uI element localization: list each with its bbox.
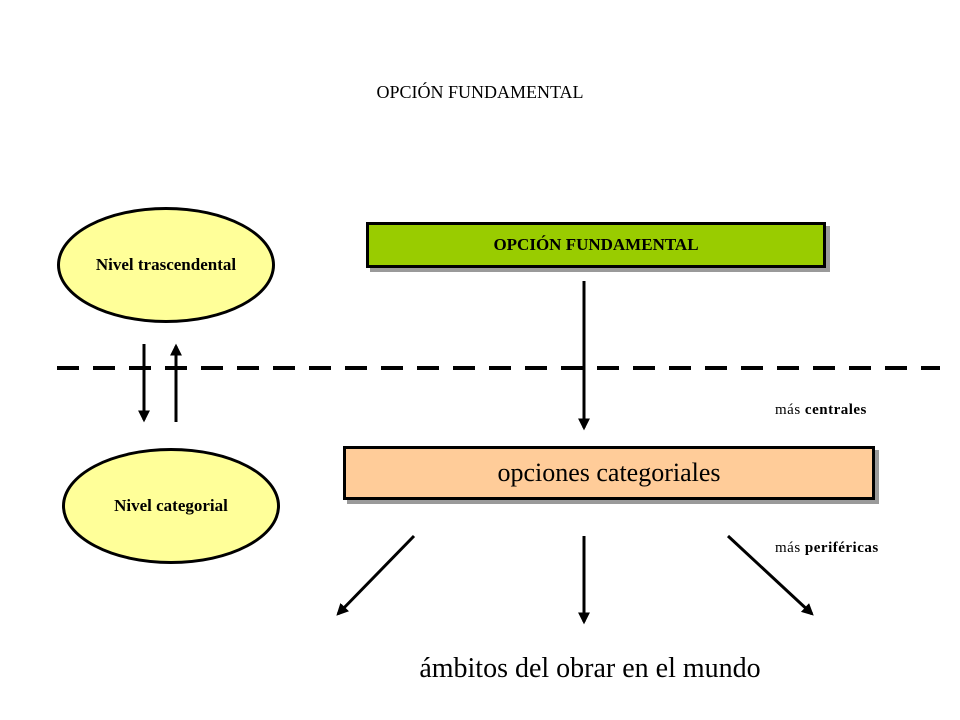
nivel-categorial-ellipse: Nivel categorial xyxy=(62,448,280,564)
arrow-to-ambitos-left xyxy=(336,534,416,616)
mas-perifericas-prefix: más xyxy=(775,540,801,556)
opcion-fundamental-label: OPCIÓN FUNDAMENTAL xyxy=(493,235,699,254)
nivel-trascendental-label: Nivel trascendental xyxy=(95,255,237,274)
nivel-trascendental-ellipse: Nivel trascendental xyxy=(57,207,275,323)
mas-perifericas-label: más periféricas xyxy=(775,540,879,557)
mas-centrales-label: más centrales xyxy=(775,402,867,419)
opcion-fundamental-box: OPCIÓN FUNDAMENTAL xyxy=(366,222,826,268)
opciones-categoriales-box: opciones categoriales xyxy=(343,446,875,500)
arrow-to-ambitos-right xyxy=(726,534,814,616)
mas-centrales-word: centrales xyxy=(804,402,867,418)
page-title: OPCIÓN FUNDAMENTAL xyxy=(376,82,584,102)
mas-perifericas-word: periféricas xyxy=(804,540,879,556)
mas-centrales-prefix: más xyxy=(775,402,801,418)
nivel-categorial-label: Nivel categorial xyxy=(114,496,228,515)
opciones-categoriales-label: opciones categoriales xyxy=(497,458,721,487)
ambitos-text: ámbitos del obrar en el mundo xyxy=(419,653,761,684)
